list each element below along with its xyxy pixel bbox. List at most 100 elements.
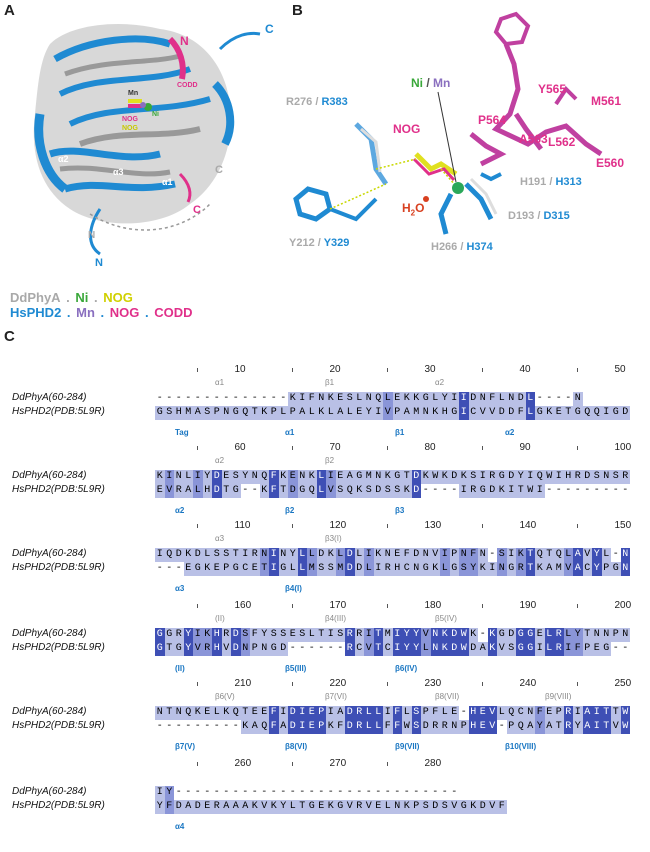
residue: L — [373, 720, 383, 734]
residue: E — [354, 406, 364, 420]
label-h266: H266 — [431, 241, 458, 253]
residue: E — [288, 628, 298, 642]
label-mn: Mn — [128, 90, 139, 97]
label-slash: / — [546, 176, 556, 188]
legend-ni: Ni — [75, 290, 89, 305]
residue-number: 170 — [329, 600, 347, 611]
residue: G — [174, 642, 184, 656]
residue: G — [231, 484, 241, 498]
label-h266-h374: H266 / H374 — [431, 241, 493, 253]
residue: D — [354, 562, 364, 576]
residue: K — [221, 706, 231, 720]
tick-mark — [387, 682, 388, 686]
residue: D — [288, 720, 298, 734]
ss-label-top: β9(VIII) — [545, 692, 572, 701]
residue: V — [487, 720, 497, 734]
residue: F — [269, 706, 279, 720]
residue: Q — [259, 470, 269, 484]
residue: G — [525, 642, 535, 656]
residue-number: 120 — [329, 520, 347, 531]
residue: K — [193, 706, 203, 720]
residue: S — [421, 800, 431, 814]
residue: D — [345, 706, 355, 720]
residue: - — [251, 485, 258, 496]
residue: K — [402, 392, 412, 406]
residue: Y — [240, 470, 250, 484]
residue: I — [459, 484, 469, 498]
residue: N — [478, 548, 488, 562]
residue: C — [240, 562, 250, 576]
tick-mark — [577, 446, 578, 450]
residue: F — [307, 392, 317, 406]
residue: - — [346, 787, 353, 798]
residue: L — [278, 406, 288, 420]
residue: F — [383, 720, 393, 734]
residue: V — [164, 484, 174, 498]
residue: T — [601, 706, 611, 720]
residue: I — [326, 470, 336, 484]
residue: G — [478, 484, 488, 498]
label-c-grey: C — [215, 164, 223, 176]
residue: S — [345, 392, 355, 406]
residue: I — [269, 548, 279, 562]
residue: V — [345, 800, 355, 814]
residue: L — [364, 706, 374, 720]
residue: L — [354, 392, 364, 406]
residue: - — [422, 485, 429, 496]
residue: W — [402, 720, 412, 734]
residue: Q — [506, 706, 516, 720]
residue: L — [383, 800, 393, 814]
label-h374: H374 — [466, 241, 493, 253]
residue: D — [193, 800, 203, 814]
residue: - — [223, 721, 230, 732]
residue: D — [478, 800, 488, 814]
residue: - — [251, 393, 258, 404]
residue: K — [402, 800, 412, 814]
tick-mark — [577, 524, 578, 528]
residue: A — [582, 720, 592, 734]
residue: E — [316, 800, 326, 814]
residue: E — [478, 720, 488, 734]
residue: I — [554, 470, 564, 484]
residue-number: 210 — [234, 678, 252, 689]
label-y212: Y212 — [289, 237, 315, 249]
residue: D — [212, 484, 222, 498]
residue: K — [155, 470, 165, 484]
residue: K — [326, 392, 336, 406]
residue: D — [345, 562, 355, 576]
sequence-name: HsPHD2(PDB:5L9R) — [12, 562, 105, 573]
residue: G — [525, 628, 535, 642]
residue: A — [478, 642, 488, 656]
ss-label-bottom: β3 — [395, 506, 405, 515]
residue: - — [185, 721, 192, 732]
residue: - — [242, 787, 249, 798]
residue: L — [563, 628, 573, 642]
residue: P — [269, 406, 279, 420]
residue: - — [451, 787, 458, 798]
residue: C — [354, 642, 364, 656]
residue: F — [468, 548, 478, 562]
residue: T — [601, 720, 611, 734]
residue: D — [288, 706, 298, 720]
residue: - — [242, 393, 249, 404]
residue-number: 40 — [519, 364, 531, 375]
residue: - — [204, 787, 211, 798]
residue: E — [183, 562, 193, 576]
residue: F — [487, 392, 497, 406]
label-alpha1: α1 — [162, 177, 173, 187]
residue: I — [449, 392, 459, 406]
residue: K — [250, 800, 260, 814]
residue: L — [525, 406, 535, 420]
residue: K — [440, 470, 450, 484]
label-nog-pink: NOG — [122, 116, 138, 123]
residue: Q — [535, 548, 545, 562]
label-c-top: C — [265, 22, 274, 36]
residue: K — [478, 562, 488, 576]
residue: L — [373, 706, 383, 720]
residue: T — [563, 406, 573, 420]
residue: L — [497, 392, 507, 406]
tick-mark — [482, 446, 483, 450]
residue: F — [573, 642, 583, 656]
sequence-name: DdPhyA(60-284) — [12, 392, 87, 403]
